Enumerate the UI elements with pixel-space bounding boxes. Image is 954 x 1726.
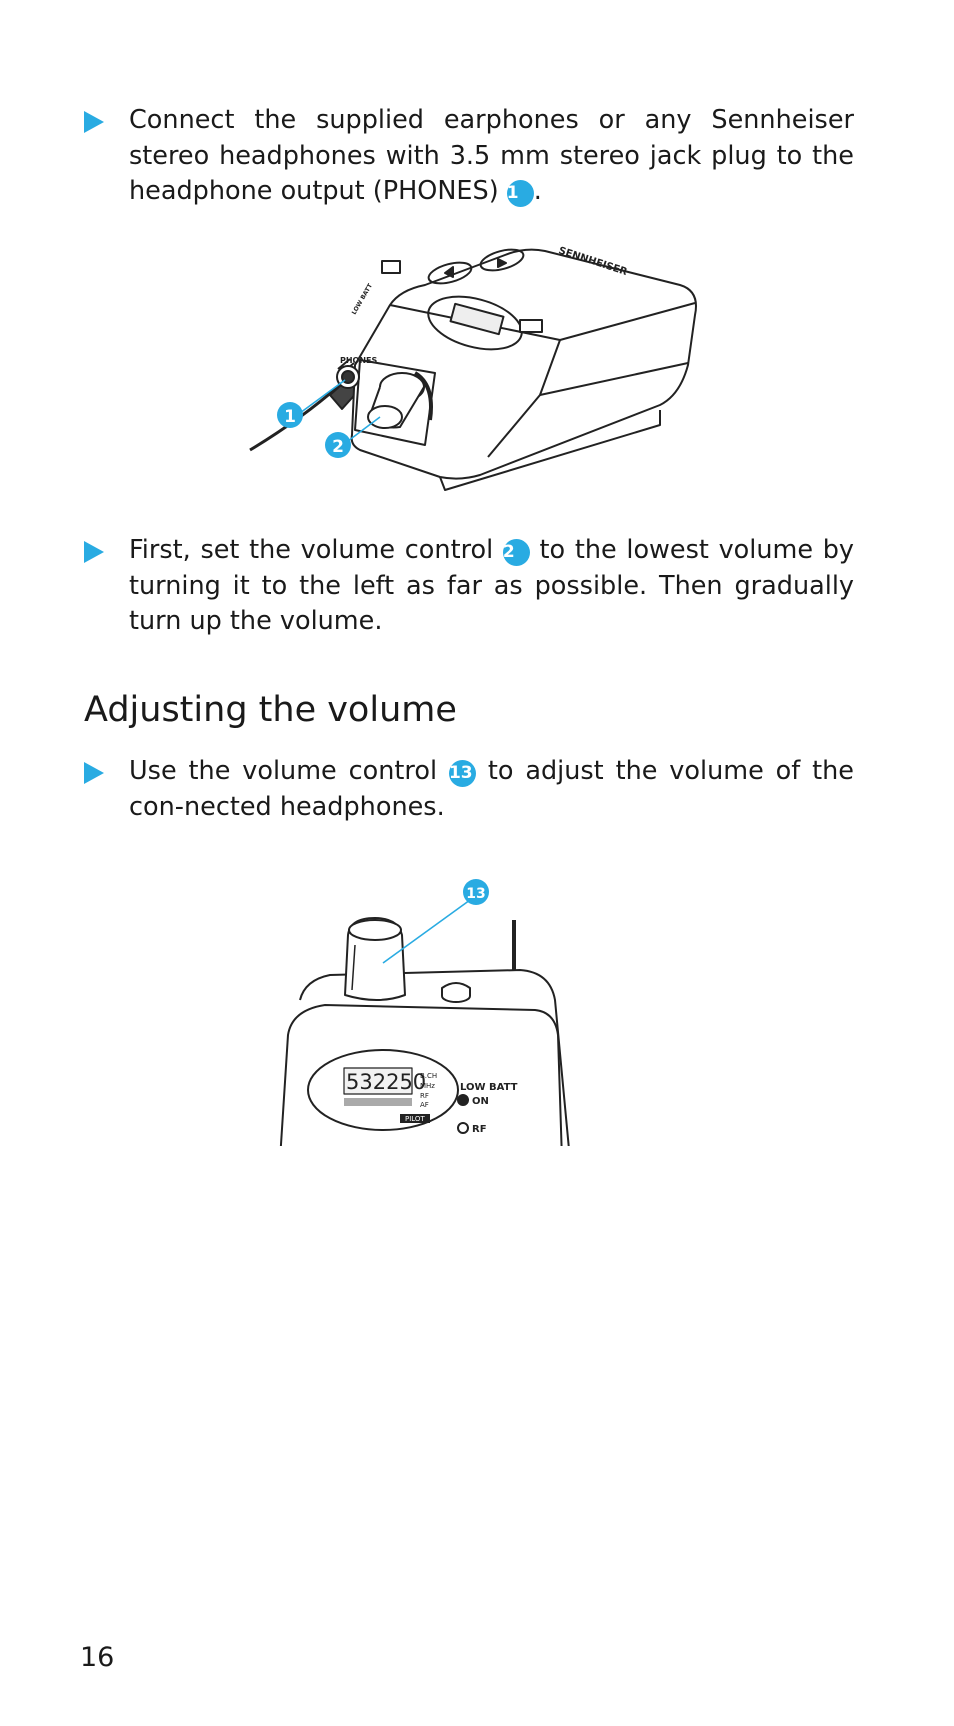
bullet-arrow-icon — [84, 762, 104, 784]
lowbatt-label: LOW BATT — [351, 282, 375, 316]
lowbatt-label: LOW BATT — [460, 1082, 518, 1093]
section-heading: Adjusting the volume — [84, 690, 457, 730]
unit-label: AF — [420, 1101, 429, 1109]
callout-marker: 2 — [502, 539, 530, 566]
receiver-volume-knob-illustration: 532250 B.CH MHz RF AF PILOT LOW BATT ON … — [270, 879, 630, 1160]
receiver-phones-illustration: PHONES SENNHEISER LOW BATT 1 2 — [249, 245, 697, 491]
callout-label: 13 — [466, 886, 485, 902]
instruction-step-set-volume: First, set the volume control 2 to the l… — [84, 533, 854, 640]
display-digits: 532250 — [346, 1070, 426, 1094]
callout-label: 1 — [284, 407, 296, 427]
callout-circle — [277, 402, 303, 428]
bullet-arrow-icon — [84, 541, 104, 563]
unit-label: B.CH — [420, 1072, 437, 1080]
callout-marker: 1 — [506, 180, 534, 207]
callout-circle — [325, 432, 351, 458]
instruction-step-adjust-volume: Use the volume control 13 to adjust the … — [84, 754, 854, 825]
unit-label: MHz — [420, 1082, 435, 1090]
phones-label: PHONES — [340, 356, 378, 365]
unit-label: RF — [420, 1092, 429, 1100]
pilot-label: PILOT — [405, 1115, 425, 1123]
callout-label: 2 — [332, 437, 344, 457]
step-text: Connect the supplied earphones or any Se… — [129, 105, 854, 207]
on-label: ON — [472, 1096, 489, 1107]
rf-label: RF — [472, 1124, 487, 1135]
bullet-arrow-icon — [84, 111, 104, 133]
step-text: Use the volume control 13 to adjust the … — [129, 756, 854, 822]
callout-circle — [463, 879, 489, 905]
step-text: First, set the volume control 2 to the l… — [129, 535, 854, 636]
page-number: 16 — [80, 1642, 115, 1673]
callout-marker: 13 — [448, 760, 476, 787]
instruction-step-connect: Connect the supplied earphones or any Se… — [84, 103, 854, 210]
